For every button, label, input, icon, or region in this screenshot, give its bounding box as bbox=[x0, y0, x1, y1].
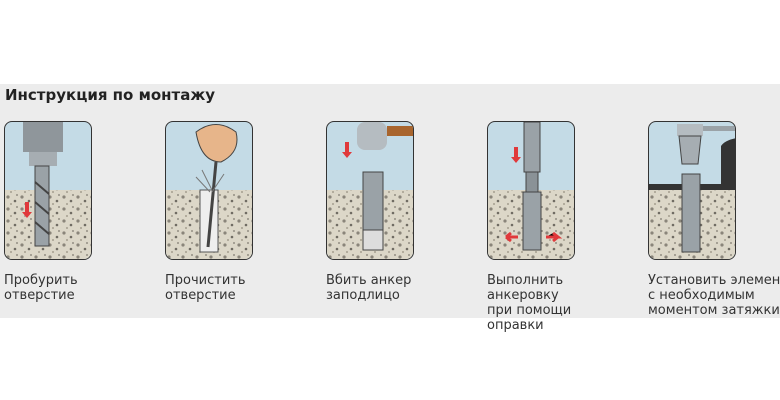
page-title: Инструкция по монтажу bbox=[5, 86, 216, 104]
step-label: Выполнить анкеровку при помощи оправки bbox=[487, 273, 572, 333]
step-setting: Выполнить анкеровку при помощи оправки bbox=[487, 121, 627, 333]
step-torque: Установить элемент с необходимым моменто… bbox=[648, 121, 780, 318]
step-label: Установить элемент с необходимым моменто… bbox=[648, 273, 780, 318]
torque-wrench-icon bbox=[648, 121, 736, 260]
hammer-icon bbox=[326, 121, 414, 260]
setting-tool-icon bbox=[487, 121, 575, 260]
step-clean: Прочистить отверстие bbox=[165, 121, 305, 303]
step-label: Пробурить отверстие bbox=[4, 273, 78, 303]
step-label: Вбить анкер заподлицо bbox=[326, 273, 412, 303]
drill-icon bbox=[4, 121, 92, 260]
brush-icon bbox=[165, 121, 253, 260]
step-hammer: Вбить анкер заподлицо bbox=[326, 121, 466, 303]
step-drill: Пробурить отверстие bbox=[4, 121, 144, 303]
step-label: Прочистить отверстие bbox=[165, 273, 246, 303]
